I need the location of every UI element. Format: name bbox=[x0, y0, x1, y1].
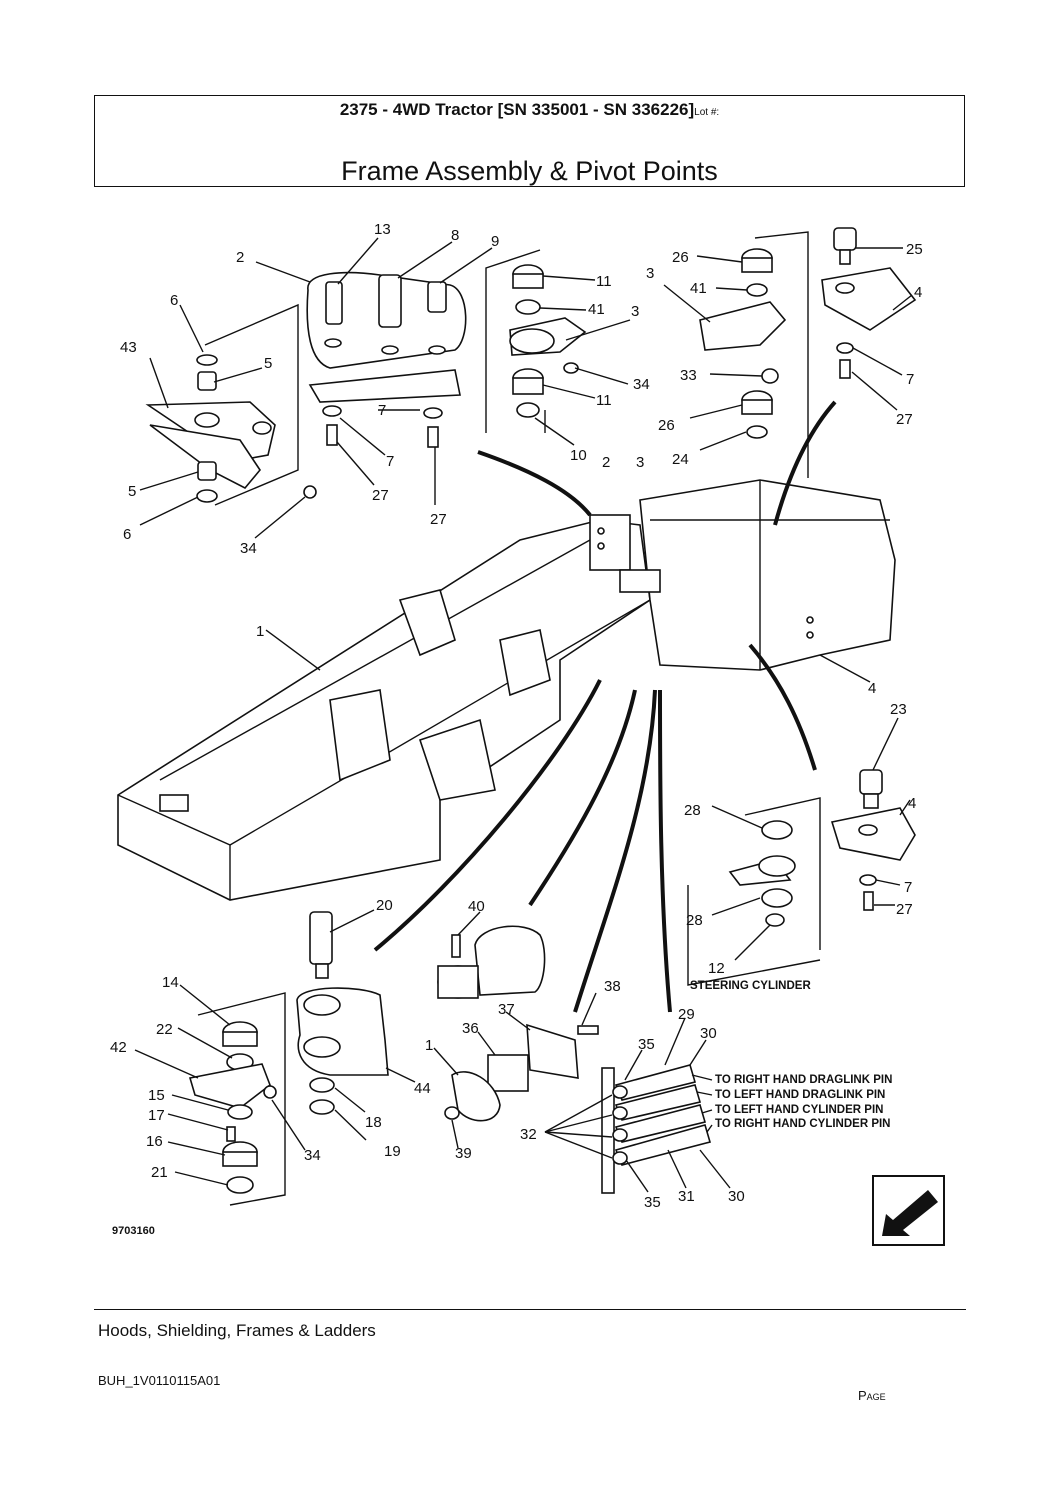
arrow-back-icon[interactable] bbox=[872, 1175, 945, 1246]
callout-33: 33 bbox=[680, 367, 697, 384]
callout-22: 22 bbox=[156, 1021, 173, 1038]
callout-26: 26 bbox=[672, 249, 689, 266]
callout-29: 29 bbox=[678, 1006, 695, 1023]
top-center-pivot-stack bbox=[485, 249, 587, 433]
top-right-pivot-stack bbox=[699, 227, 917, 478]
callout-26: 26 bbox=[658, 417, 675, 434]
callout-4: 4 bbox=[868, 680, 876, 697]
callout-labels: 2 13 8 9 6 43 5 11 41 3 34 11 10 7 7 27 … bbox=[110, 221, 923, 1211]
callout-8: 8 bbox=[451, 227, 459, 244]
callout-7: 7 bbox=[904, 879, 912, 896]
callout-32: 32 bbox=[520, 1126, 537, 1143]
callout-34: 34 bbox=[304, 1147, 321, 1164]
note-lh-draglink: TO LEFT HAND DRAGLINK PIN bbox=[715, 1089, 885, 1101]
annotation-notes: STEERING CYLINDER TO RIGHT HAND DRAGLINK… bbox=[112, 980, 892, 1237]
callout-34: 34 bbox=[240, 540, 257, 557]
note-rh-draglink: TO RIGHT HAND DRAGLINK PIN bbox=[715, 1074, 892, 1086]
callout-28: 28 bbox=[686, 912, 703, 929]
callout-34: 34 bbox=[633, 376, 650, 393]
callout-11: 11 bbox=[596, 273, 612, 290]
title-text: 2375 - 4WD Tractor [SN 335001 - SN 33622… bbox=[339, 100, 695, 119]
callout-43: 43 bbox=[120, 339, 137, 356]
callout-5: 5 bbox=[264, 355, 272, 372]
callout-35: 35 bbox=[644, 1194, 661, 1211]
callout-11: 11 bbox=[596, 392, 612, 409]
callout-2: 2 bbox=[236, 249, 244, 266]
bottom-right-pins bbox=[601, 1064, 712, 1194]
callout-28: 28 bbox=[684, 802, 701, 819]
callout-30: 30 bbox=[728, 1188, 745, 1205]
callout-35: 35 bbox=[638, 1036, 655, 1053]
callout-17: 17 bbox=[148, 1107, 165, 1124]
callout-27: 27 bbox=[372, 487, 389, 504]
callout-19: 19 bbox=[384, 1143, 401, 1160]
callout-44: 44 bbox=[414, 1080, 431, 1097]
footer-divider bbox=[94, 1309, 966, 1310]
callout-25: 25 bbox=[906, 241, 923, 258]
top-left-assembly bbox=[145, 271, 467, 506]
callout-40: 40 bbox=[468, 898, 485, 915]
footer-page-label: Page bbox=[858, 1388, 886, 1403]
callout-41: 41 bbox=[690, 280, 707, 297]
bottom-center-parts bbox=[437, 925, 599, 1122]
callout-6: 6 bbox=[170, 292, 178, 309]
pointer-arrows bbox=[373, 400, 837, 1013]
callout-7: 7 bbox=[378, 402, 386, 419]
callout-3: 3 bbox=[646, 265, 654, 282]
callout-20: 20 bbox=[376, 897, 393, 914]
callout-38: 38 bbox=[604, 978, 621, 995]
page-title: 2375 - 4WD Tractor [SN 335001 - SN 33622… bbox=[95, 100, 964, 120]
callout-1: 1 bbox=[256, 623, 264, 640]
callout-5: 5 bbox=[128, 483, 136, 500]
callout-16: 16 bbox=[146, 1133, 163, 1150]
callout-27: 27 bbox=[896, 411, 913, 428]
callout-27: 27 bbox=[430, 511, 447, 528]
callout-13: 13 bbox=[374, 221, 391, 238]
leader-lines bbox=[134, 237, 913, 1193]
callout-23: 23 bbox=[890, 701, 907, 718]
callout-7: 7 bbox=[906, 371, 914, 388]
callout-21: 21 bbox=[151, 1164, 168, 1181]
callout-3: 3 bbox=[636, 454, 644, 471]
callout-27: 27 bbox=[896, 901, 913, 918]
callout-36: 36 bbox=[462, 1020, 479, 1037]
callout-4: 4 bbox=[908, 795, 916, 812]
callout-18: 18 bbox=[365, 1114, 382, 1131]
footer-section-title: Hoods, Shielding, Frames & Ladders bbox=[98, 1321, 376, 1340]
callout-4: 4 bbox=[914, 284, 922, 301]
callout-3: 3 bbox=[631, 303, 639, 320]
callout-9: 9 bbox=[491, 233, 499, 250]
callout-24: 24 bbox=[672, 451, 689, 468]
callout-6: 6 bbox=[123, 526, 131, 543]
figure-number: 9703160 bbox=[112, 1225, 155, 1237]
steering-cylinder-assembly bbox=[687, 769, 916, 986]
callout-41: 41 bbox=[588, 301, 605, 318]
note-rh-cylinder: TO RIGHT HAND CYLINDER PIN bbox=[715, 1118, 891, 1130]
bottom-left-pivot-assembly bbox=[188, 911, 389, 1206]
callout-31: 31 bbox=[678, 1188, 695, 1205]
callout-37: 37 bbox=[498, 1001, 515, 1018]
lot-label: Lot #: bbox=[694, 107, 720, 118]
callout-1: 1 bbox=[425, 1037, 433, 1054]
callout-30: 30 bbox=[700, 1025, 717, 1042]
note-lh-cylinder: TO LEFT HAND CYLINDER PIN bbox=[715, 1104, 883, 1116]
callout-12: 12 bbox=[708, 960, 725, 977]
note-steering-cylinder: STEERING CYLINDER bbox=[690, 980, 811, 992]
header-box: 2375 - 4WD Tractor [SN 335001 - SN 33622… bbox=[94, 95, 965, 187]
callout-14: 14 bbox=[162, 974, 179, 991]
callout-2: 2 bbox=[602, 454, 610, 471]
callout-42: 42 bbox=[110, 1039, 127, 1056]
callout-39: 39 bbox=[455, 1145, 472, 1162]
footer-document-code: BUH_1V0110115A01 bbox=[98, 1373, 221, 1388]
callout-15: 15 bbox=[148, 1087, 165, 1104]
callout-7: 7 bbox=[386, 453, 394, 470]
callout-10: 10 bbox=[570, 447, 587, 464]
page-subtitle: Frame Assembly & Pivot Points bbox=[341, 156, 718, 186]
main-tractor-frame bbox=[117, 479, 896, 901]
